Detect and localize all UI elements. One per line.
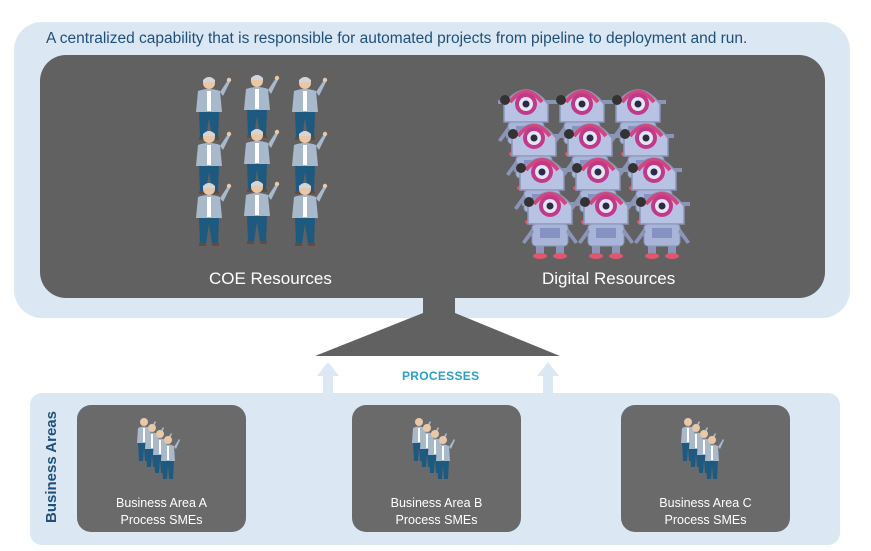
arrow-up-icon xyxy=(537,362,559,394)
business-area-card-b: Business Area B Process SMEs xyxy=(352,405,521,532)
top-caption: A centralized capability that is respons… xyxy=(46,30,748,47)
business-areas-label: Business Areas xyxy=(43,411,60,524)
processes-label: PROCESSES xyxy=(402,369,480,383)
person-icon xyxy=(196,77,232,140)
person-icon xyxy=(292,77,328,140)
person-icon xyxy=(244,129,280,192)
business-area-name: Business Area B xyxy=(390,496,483,510)
business-area-name: Business Area A xyxy=(115,496,208,510)
robot-icon xyxy=(576,190,636,261)
business-area-role: Process SMEs xyxy=(120,513,203,527)
sme-group-icon xyxy=(137,418,180,479)
sme-group-icon xyxy=(681,418,724,479)
coe-people-group xyxy=(196,75,328,246)
business-area-role: Process SMEs xyxy=(664,513,747,527)
arrow-up-icon xyxy=(317,362,339,394)
digital-resources-label: Digital Resources xyxy=(542,269,676,288)
person-icon xyxy=(292,131,328,194)
coe-panel xyxy=(40,55,825,298)
robot-icon xyxy=(632,190,692,261)
digital-robots-group xyxy=(496,88,692,261)
business-area-role: Process SMEs xyxy=(395,513,478,527)
coe-resources-label: COE Resources xyxy=(209,269,332,288)
person-icon xyxy=(196,131,232,194)
business-area-card-a: Business Area A Process SMEs xyxy=(77,405,246,532)
business-area-card-c: Business Area C Process SMEs xyxy=(621,405,790,532)
stand-base xyxy=(315,313,560,356)
robot-icon xyxy=(520,190,580,261)
sme-group-icon xyxy=(412,418,455,479)
person-icon xyxy=(244,75,280,138)
business-area-name: Business Area C xyxy=(659,496,752,510)
